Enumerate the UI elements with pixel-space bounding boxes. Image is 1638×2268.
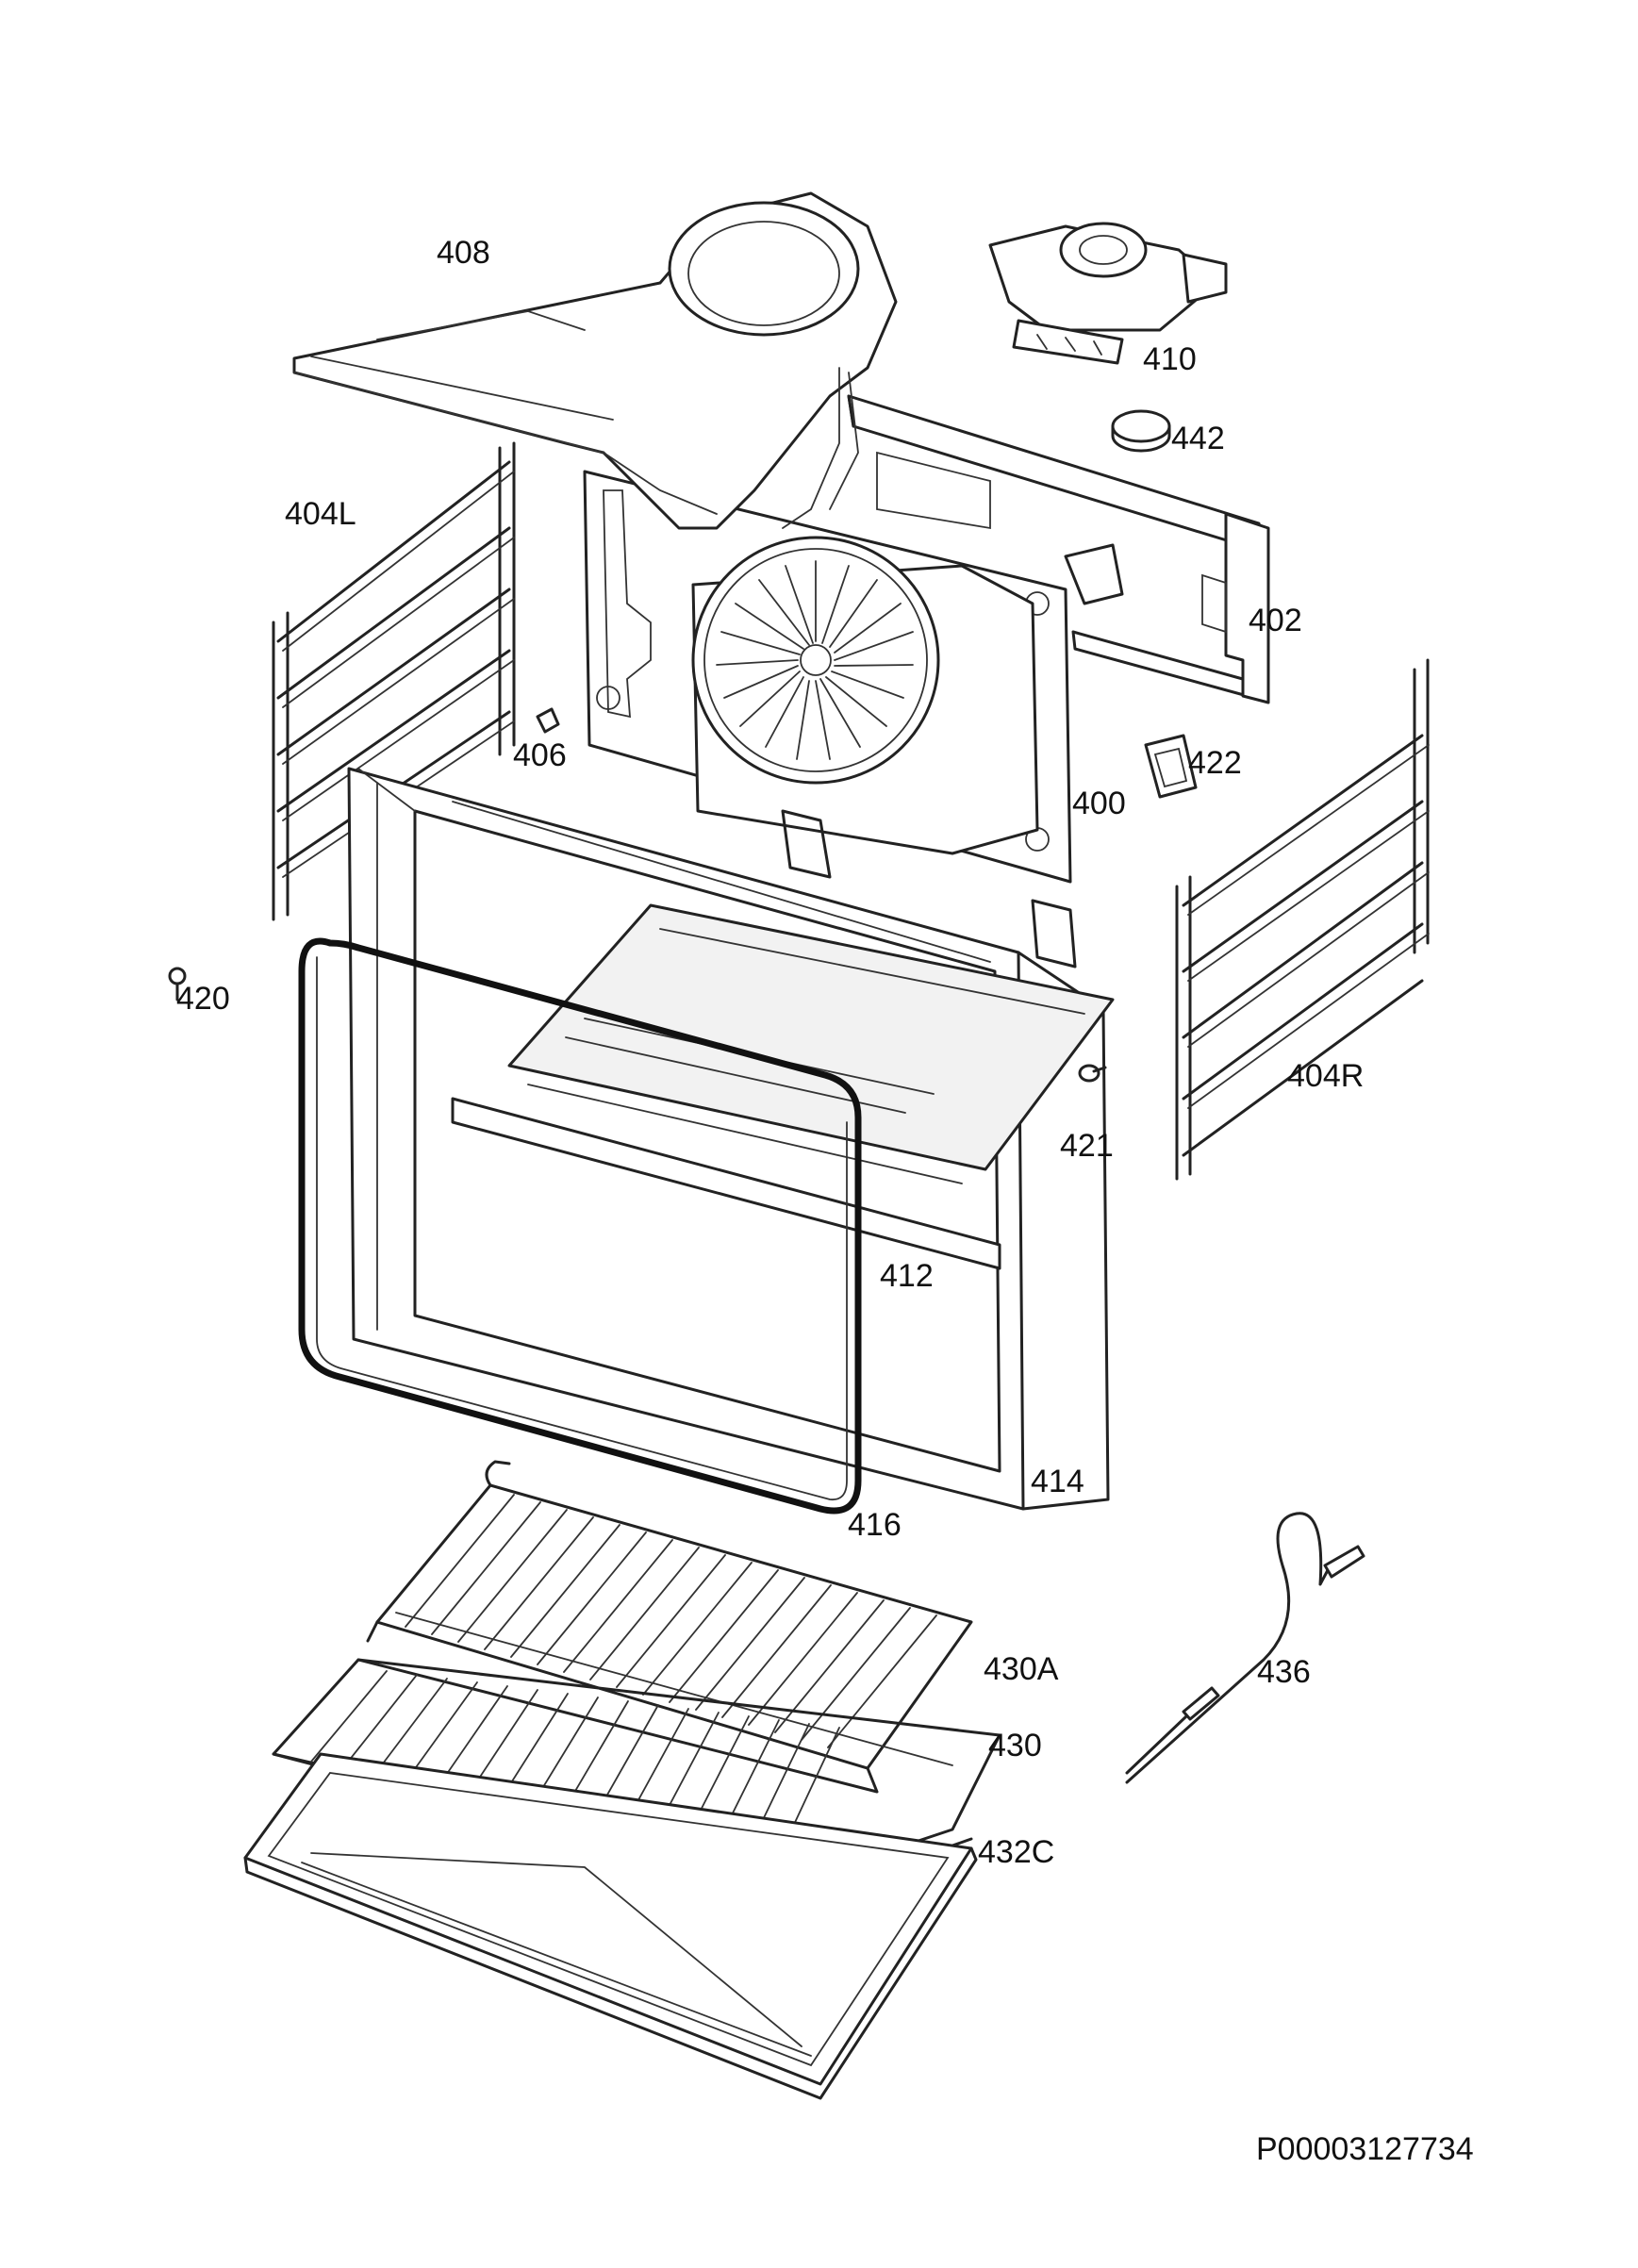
part-416-door-gasket [298, 937, 862, 1515]
label-part-404R: 404R [1287, 1058, 1365, 1094]
label-part-402: 402 [1249, 603, 1302, 638]
part-436-meat-probe [1125, 1512, 1365, 1784]
label-part-432C: 432C [978, 1834, 1055, 1870]
label-part-420: 420 [176, 981, 230, 1017]
label-part-430A: 430A [984, 1651, 1059, 1687]
label-part-442: 442 [1171, 421, 1225, 456]
part-402-rear-rail [847, 394, 1270, 704]
document-id: P00003127734 [1256, 2131, 1474, 2167]
part-404R-right-shelf-support [1175, 658, 1430, 1181]
label-part-406: 406 [513, 737, 567, 773]
label-part-436: 436 [1257, 1654, 1311, 1690]
part-412-inner-cavity [451, 809, 1115, 1270]
part-430A-wire-rack [356, 1460, 973, 1794]
label-part-421: 421 [1060, 1128, 1114, 1164]
label-part-414: 414 [1031, 1464, 1084, 1499]
label-part-410: 410 [1143, 341, 1197, 377]
part-432C-baking-tray [243, 1752, 978, 2100]
part-408-top-cover [292, 191, 898, 530]
part-400-back-panel [583, 451, 1072, 884]
part-406-clip [536, 707, 560, 734]
label-part-412: 412 [880, 1258, 934, 1294]
label-part-422: 422 [1188, 745, 1242, 781]
part-410-fan-motor [988, 222, 1228, 365]
label-part-416: 416 [848, 1507, 902, 1543]
label-part-430: 430 [988, 1728, 1042, 1763]
part-420-screw [168, 967, 187, 1002]
label-part-408: 408 [437, 235, 490, 271]
part-422-lamp-holder [1144, 734, 1198, 799]
part-421-bolt [1078, 1064, 1107, 1083]
label-part-404L: 404L [285, 496, 356, 532]
label-part-400: 400 [1072, 786, 1126, 821]
part-442-round-cap [1111, 409, 1171, 453]
